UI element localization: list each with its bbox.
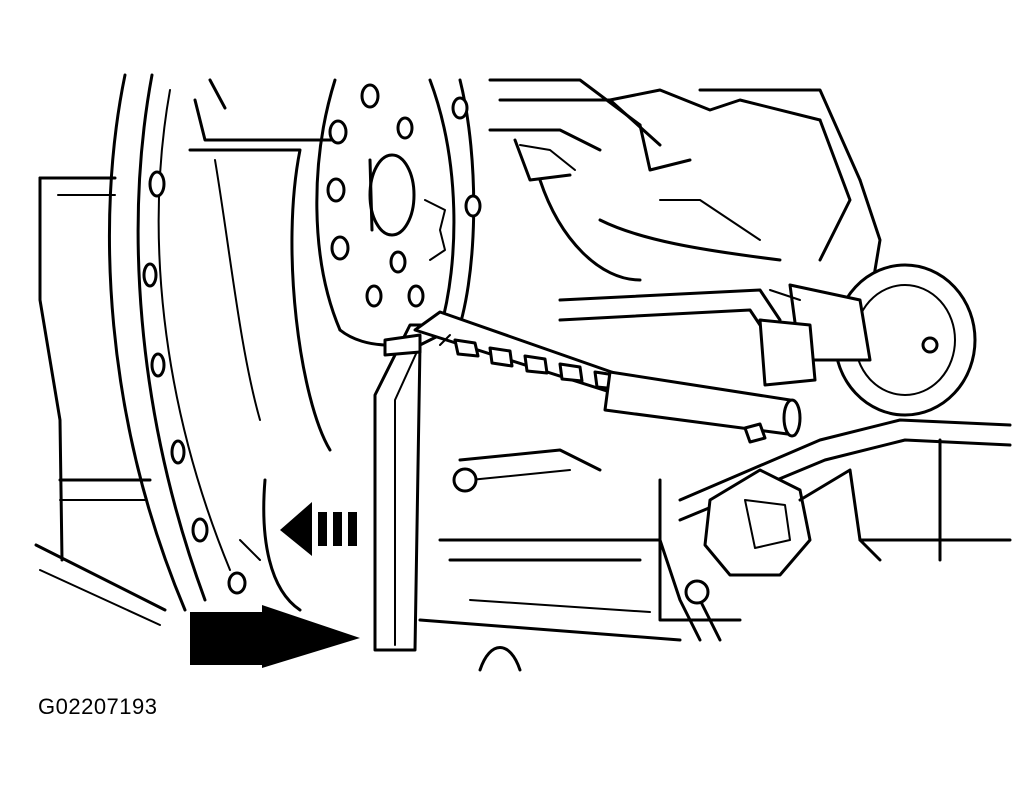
hex-bolt	[703, 438, 1012, 577]
engine-block-outline	[34, 176, 167, 626]
oil-pan	[418, 448, 742, 672]
crankshaft-hub	[315, 78, 482, 347]
sensor-assembly	[758, 263, 977, 417]
measuring-tool	[383, 310, 802, 444]
direction-arrow-left	[280, 502, 357, 556]
figure-code-label: G02207193	[38, 694, 158, 719]
bell-housing	[188, 78, 342, 612]
bracket-plate	[373, 323, 442, 652]
flywheel-ring	[107, 73, 247, 612]
direction-arrow-right	[190, 605, 360, 668]
upper-engine-components	[488, 78, 882, 302]
